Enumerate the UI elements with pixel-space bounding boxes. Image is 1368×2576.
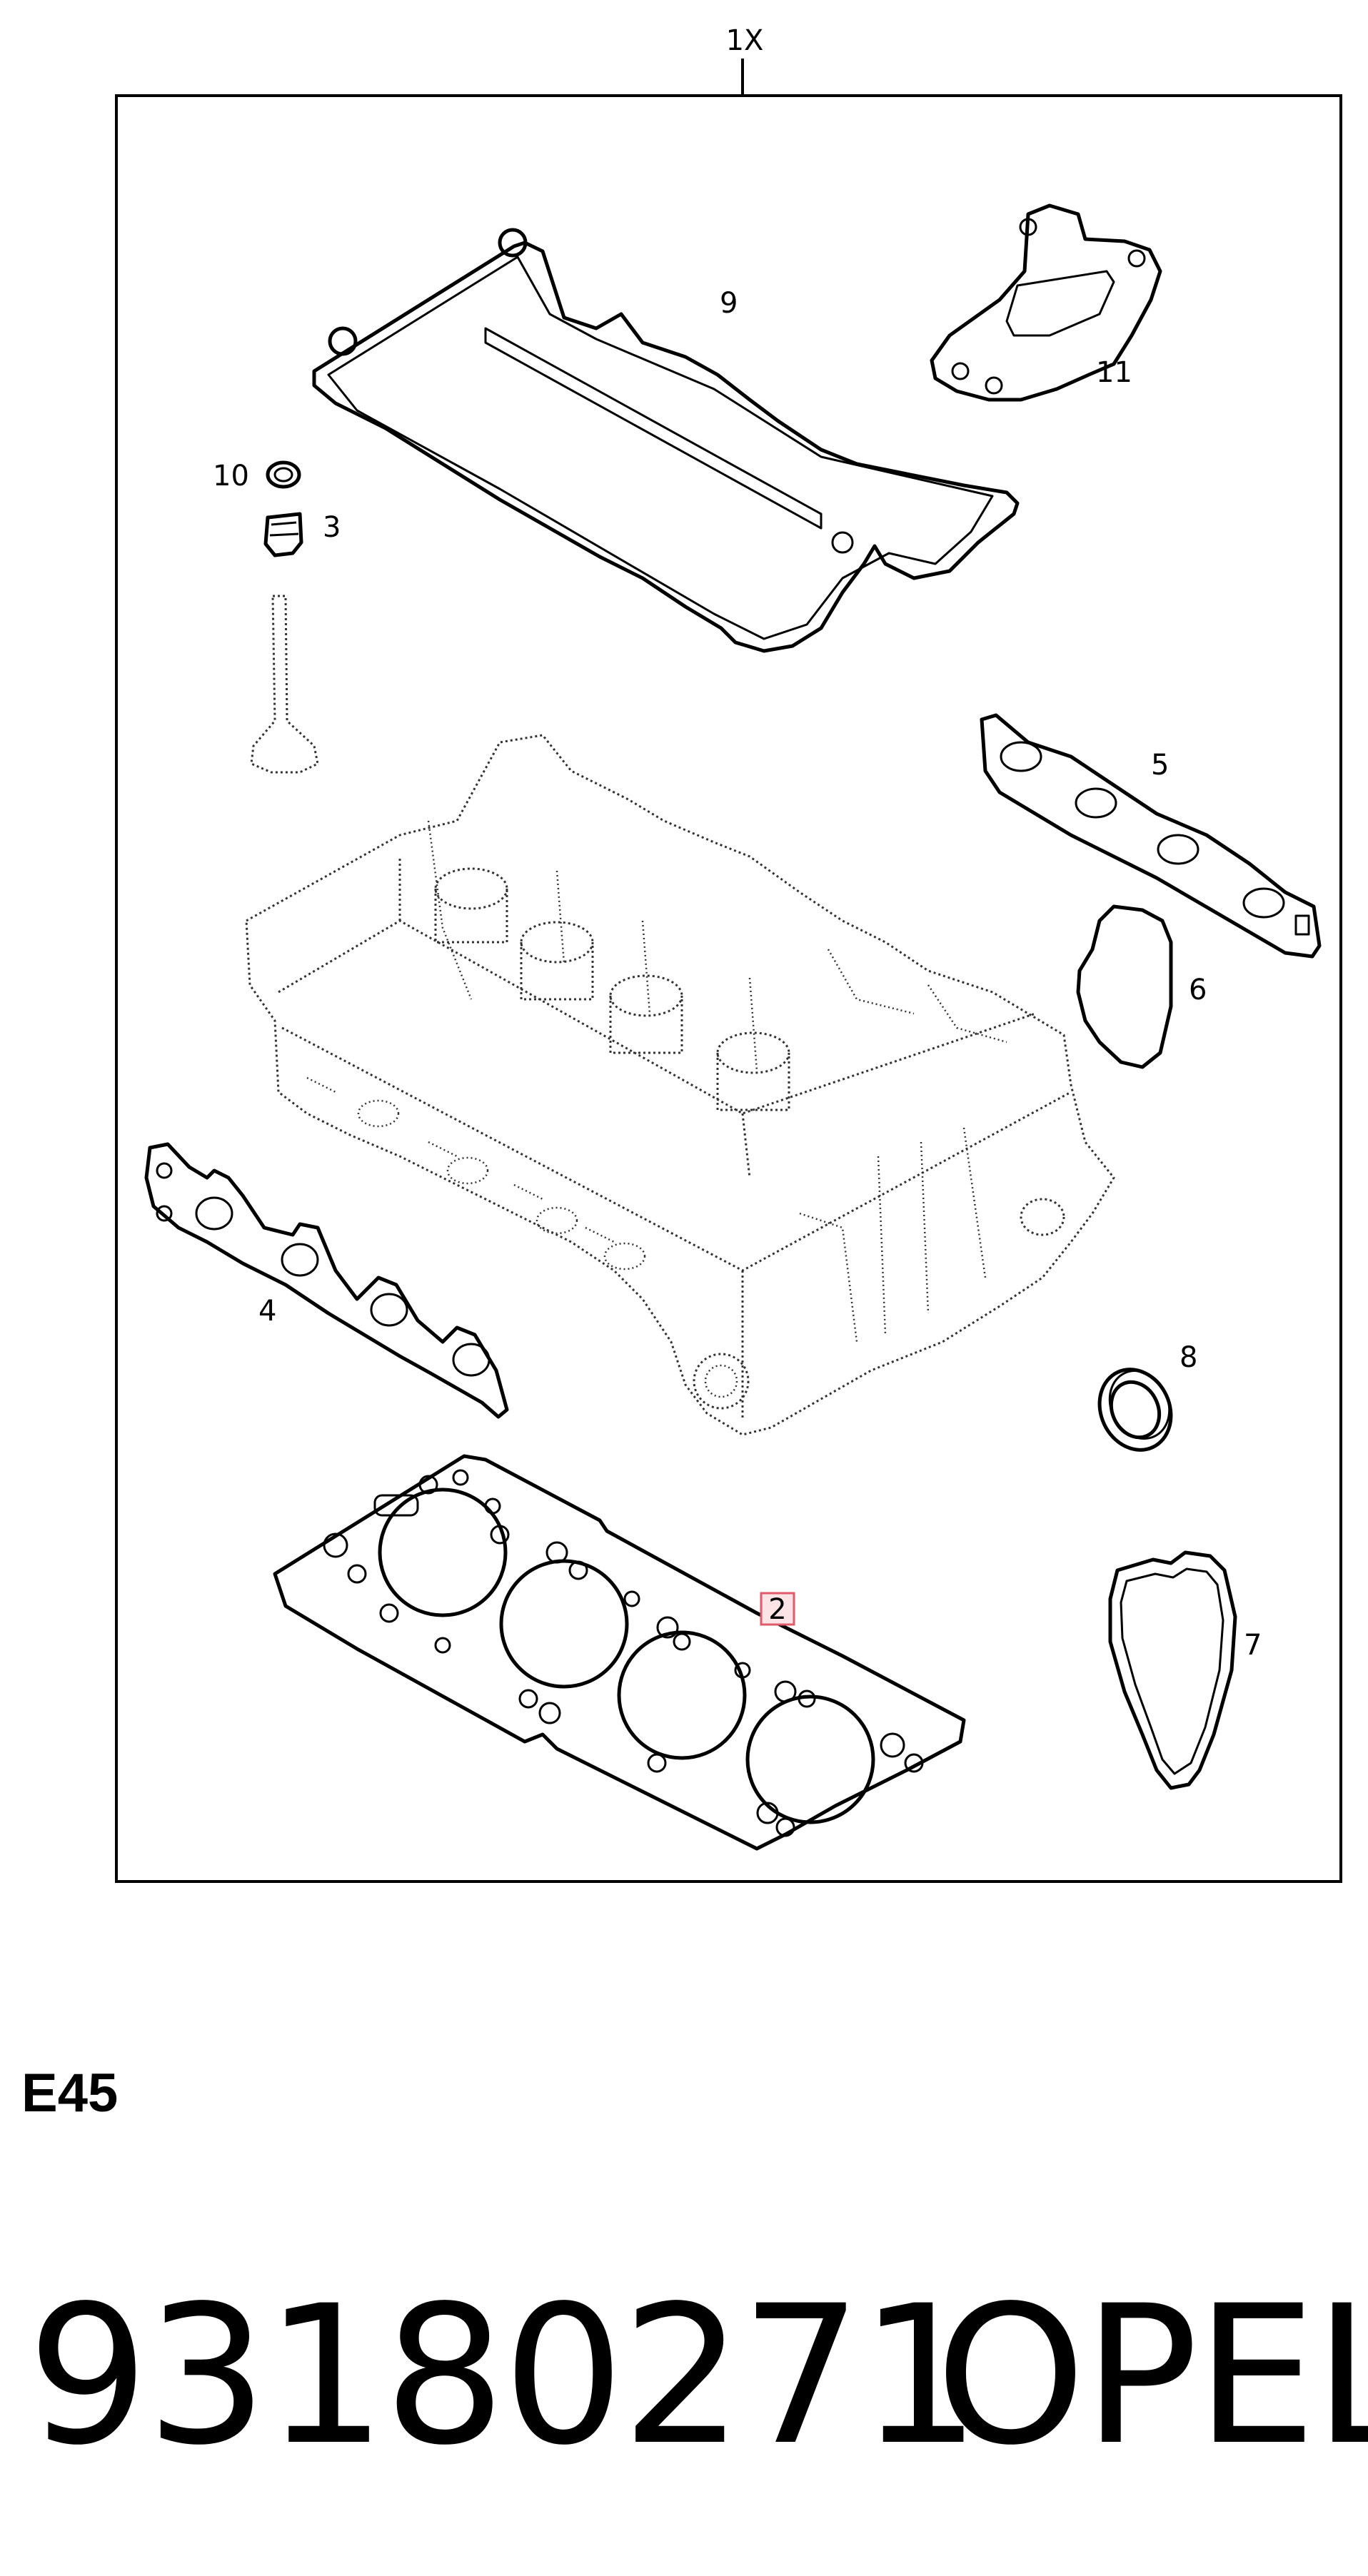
callout-2-highlight [760, 1592, 795, 1626]
callout-9: 9 [720, 287, 738, 320]
exploded-parts-diagram: 1X 9 11 10 3 [115, 24, 1342, 1883]
callout-3: 3 [323, 511, 341, 544]
section-code: E45 [21, 2063, 119, 2123]
callout-10: 10 [213, 460, 249, 493]
valve [250, 595, 319, 774]
thermostat-gasket [1108, 1550, 1237, 1790]
callout-4: 4 [258, 1295, 276, 1328]
callout-8: 8 [1180, 1341, 1197, 1374]
set-quantity-label: 1X [726, 24, 764, 57]
valve-stem-seal [263, 512, 303, 557]
o-ring [266, 460, 301, 489]
callout-2: 2 [768, 1593, 786, 1626]
intake-manifold-gasket [980, 713, 1322, 959]
callout-7: 7 [1244, 1629, 1262, 1662]
cylinder-head-gasket [273, 1454, 966, 1851]
flange-gasket [1076, 904, 1173, 1069]
cylinder-head [245, 734, 1115, 1436]
callout-6: 6 [1189, 974, 1207, 1006]
part-number: 93180271 [27, 2265, 981, 2487]
exhaust-manifold-gasket [144, 1142, 509, 1419]
kit-frame [115, 94, 1342, 1883]
oil-seal [1097, 1368, 1173, 1452]
egr-gasket [930, 203, 1162, 402]
brand-name: OPEL [935, 2265, 1368, 2487]
callout-11: 11 [1096, 356, 1132, 389]
valve-cover-gasket [312, 228, 1020, 653]
callout-5: 5 [1151, 749, 1169, 782]
